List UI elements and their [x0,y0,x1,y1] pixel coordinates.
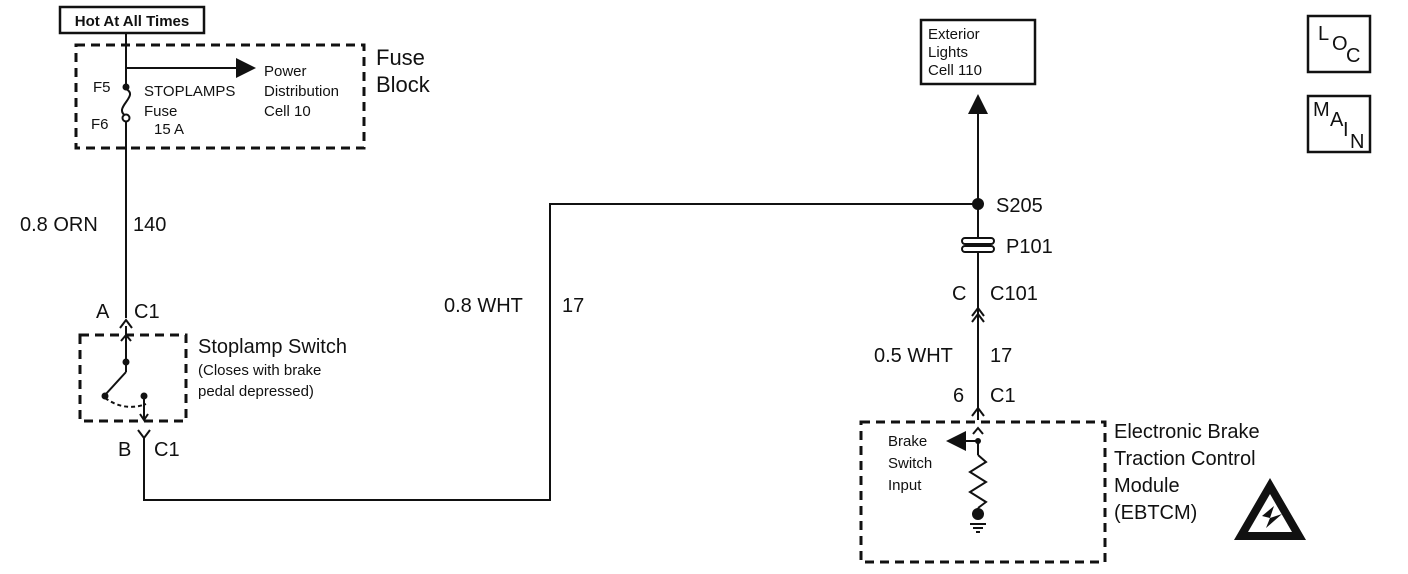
switch-note-1: (Closes with brake [198,362,321,379]
stoplamp-switch-label: Stoplamp Switch [198,336,347,358]
brake-input-2: Switch [888,455,932,472]
fuse-name: STOPLAMPS [144,83,235,100]
ground-icon [970,508,986,533]
power-label-3: Cell 10 [264,103,311,120]
ebtcm-label-2: Traction Control [1114,448,1256,470]
fuse-pin-f5: F5 [93,79,111,96]
ebtcm-box [859,420,1107,564]
fuse-terminal-f6 [121,113,131,123]
switch-note-2: pedal depressed) [198,383,314,400]
c101-conn: C101 [990,283,1038,305]
exterior-lights-box [919,18,1037,86]
exterior-lights-label-1: Exterior [928,26,980,43]
main-m: M [1313,99,1330,121]
main-a: A [1330,109,1344,131]
power-label-2: Distribution [264,83,339,100]
wire-17-circuit: 17 [562,295,584,317]
resistor-icon [968,454,988,509]
loc-o: O [1332,33,1348,55]
fuse-icon [121,88,131,117]
ebtcm-label-3: Module [1114,475,1180,497]
fuse-word: Fuse [144,103,177,120]
wire-17b-circuit: 17 [990,345,1012,367]
brake-input-3: Input [888,477,922,494]
exterior-lights-label-3: Cell 110 [928,62,982,79]
module-pin: 6 [953,385,964,407]
esd-warning-icon [1234,478,1306,540]
switch-bottom-conn: C1 [154,439,180,461]
switch-blade [104,371,127,396]
p101-connector [961,245,995,253]
main-i: I [1343,119,1349,141]
exterior-lights-label-2: Lights [928,44,968,61]
ebtcm-label-1: Electronic Brake [1114,421,1260,443]
connector-a-c1 [119,318,133,329]
main-n: N [1350,131,1364,153]
wire-17-gauge: 0.8 WHT [444,295,523,317]
switch-top-pin: A [96,301,110,323]
c101-connector [971,306,985,317]
switch-bottom-pin: B [118,439,131,461]
c101-pin: C [952,283,966,305]
wire-17-white [143,203,978,501]
module-conn: C1 [990,385,1016,407]
wire-140-gauge: 0.8 ORN [20,214,98,236]
ebtcm-label-4: (EBTCM) [1114,502,1197,524]
loc-button[interactable]: L O C [1306,14,1372,74]
loc-l: L [1318,23,1329,45]
power-label-1: Power [264,63,307,80]
fuse-block-label-1: Fuse [376,45,425,70]
wire-140-circuit: 140 [133,214,166,236]
fuse-pin-f6: F6 [91,116,109,133]
wire-17b-gauge: 0.5 WHT [874,345,953,367]
module-connector [971,406,985,417]
stoplamp-switch-box [78,333,188,423]
hot-at-all-times-label: Hot At All Times [75,13,189,30]
main-button[interactable]: M A I N [1306,94,1372,154]
connector-b-c1 [137,429,151,440]
splice-label: S205 [996,195,1043,217]
fuse-block-label-2: Block [376,72,431,97]
switch-top-conn: C1 [134,301,160,323]
loc-c: C [1346,45,1360,67]
fuse-rating: 15 A [154,121,184,138]
p101-label: P101 [1006,236,1053,258]
brake-input-1: Brake [888,433,927,450]
hot-at-all-times-box: Hot At All Times [58,5,206,35]
fuse-terminal-f5 [122,83,130,91]
fuse-block-box [74,43,366,150]
